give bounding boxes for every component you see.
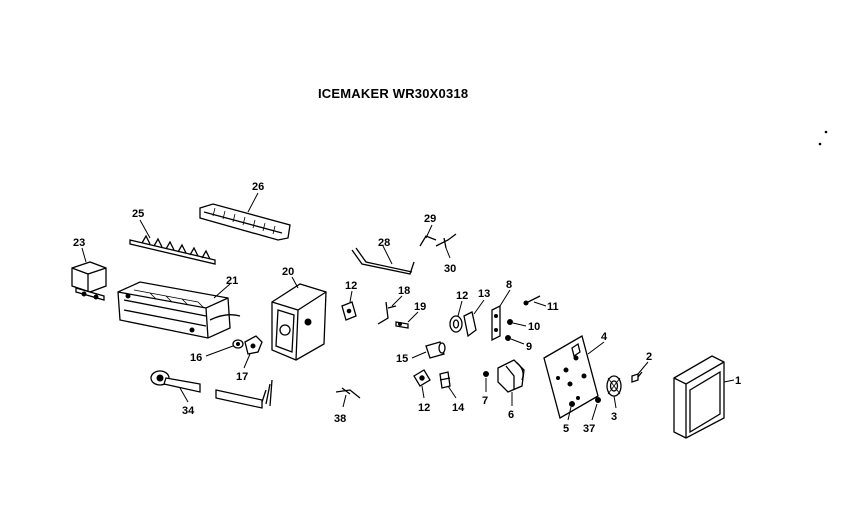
label-28: 28 — [378, 237, 390, 249]
label-1: 1 — [735, 375, 741, 387]
label-25: 25 — [132, 208, 144, 220]
leader-19 — [407, 311, 419, 323]
leader-15 — [411, 351, 427, 359]
part-25-shape — [129, 234, 216, 265]
label-21: 21 — [226, 275, 238, 287]
part-16-shape — [232, 339, 244, 349]
part-18-shape — [377, 301, 397, 325]
leader-1 — [723, 379, 735, 383]
artifact-dot — [818, 142, 822, 146]
label-12a: 12 — [345, 280, 357, 292]
part-17-shape — [244, 335, 263, 355]
leader-29 — [425, 224, 433, 239]
label-34: 34 — [182, 405, 195, 417]
leader-37 — [591, 403, 598, 421]
label-5: 5 — [563, 423, 569, 435]
label-12c: 12 — [418, 402, 430, 414]
leader-26 — [247, 192, 259, 213]
part-12b-shape — [449, 315, 463, 333]
label-37: 37 — [583, 423, 595, 435]
leader-17 — [243, 353, 251, 369]
label-2: 2 — [646, 351, 652, 363]
leader-16 — [205, 345, 234, 357]
part-12a-shape — [341, 301, 357, 321]
leader-23 — [81, 247, 87, 263]
part-11-shape — [523, 295, 541, 306]
leader-12c — [421, 385, 425, 399]
leader-14 — [447, 385, 457, 399]
part-19-shape — [395, 321, 409, 329]
part-38-shape — [335, 387, 361, 399]
leader-3 — [613, 395, 617, 409]
leader-8 — [499, 289, 511, 307]
leader-4 — [587, 341, 605, 355]
leader-30 — [445, 247, 451, 259]
part-15-shape — [425, 341, 446, 359]
part-21-shape — [117, 281, 241, 339]
part-28-shape — [351, 247, 415, 275]
label-7: 7 — [482, 395, 488, 407]
part-13-shape — [463, 311, 477, 338]
label-38: 38 — [334, 413, 346, 425]
label-17: 17 — [236, 371, 248, 383]
label-13: 13 — [478, 288, 490, 300]
part-23-shape — [71, 261, 107, 301]
label-30: 30 — [444, 263, 456, 275]
label-29: 29 — [424, 213, 436, 225]
artifact-dot — [824, 130, 828, 134]
leader-28 — [382, 245, 393, 265]
label-26: 26 — [252, 181, 264, 193]
leader-18 — [391, 295, 403, 307]
leader-2 — [637, 361, 649, 375]
part-6-shape — [497, 359, 525, 393]
leader-25 — [139, 219, 151, 239]
label-4: 4 — [601, 331, 608, 343]
label-11: 11 — [547, 301, 559, 313]
label-9: 9 — [526, 341, 532, 353]
label-16: 16 — [190, 352, 202, 364]
part-1-shape — [673, 355, 725, 439]
label-3: 3 — [611, 411, 617, 423]
part-5-shape — [569, 401, 575, 407]
label-10: 10 — [528, 321, 540, 333]
label-12b: 12 — [456, 290, 468, 302]
part-29-shape — [419, 235, 437, 247]
label-23: 23 — [73, 237, 85, 249]
leader-11 — [533, 301, 547, 307]
leader-34 — [179, 387, 189, 403]
part-26-shape — [199, 203, 291, 241]
diagram-title: ICEMAKER WR30X0318 — [318, 86, 469, 101]
part-3-shape — [606, 375, 622, 397]
part-12c-shape — [413, 369, 431, 387]
label-19: 19 — [414, 301, 426, 313]
leader-20 — [291, 276, 299, 289]
label-6: 6 — [508, 409, 514, 421]
leader-13 — [473, 299, 485, 315]
part-20-shape — [271, 283, 327, 361]
part-4-shape — [543, 335, 599, 419]
label-14: 14 — [452, 402, 465, 414]
part-8-shape — [491, 304, 501, 342]
leader-10 — [512, 322, 527, 327]
part-37-shape — [595, 397, 601, 403]
leader-38 — [342, 394, 347, 408]
leader-12b — [457, 300, 463, 317]
part-9-shape — [505, 335, 511, 341]
part-2-shape — [631, 371, 643, 383]
label-8: 8 — [506, 279, 512, 291]
label-15: 15 — [396, 353, 408, 365]
part-10-shape — [507, 319, 513, 325]
heater-cord-shape — [215, 379, 273, 409]
label-20: 20 — [282, 266, 294, 278]
part-34-shape — [150, 370, 201, 393]
leader-5 — [567, 406, 572, 421]
part-30-shape — [435, 233, 457, 249]
leader-12a — [349, 290, 353, 303]
label-18: 18 — [398, 285, 410, 297]
part-14-shape — [439, 371, 451, 389]
leader-9 — [510, 338, 525, 345]
part-7-shape — [483, 371, 489, 377]
leader-21 — [213, 283, 231, 299]
